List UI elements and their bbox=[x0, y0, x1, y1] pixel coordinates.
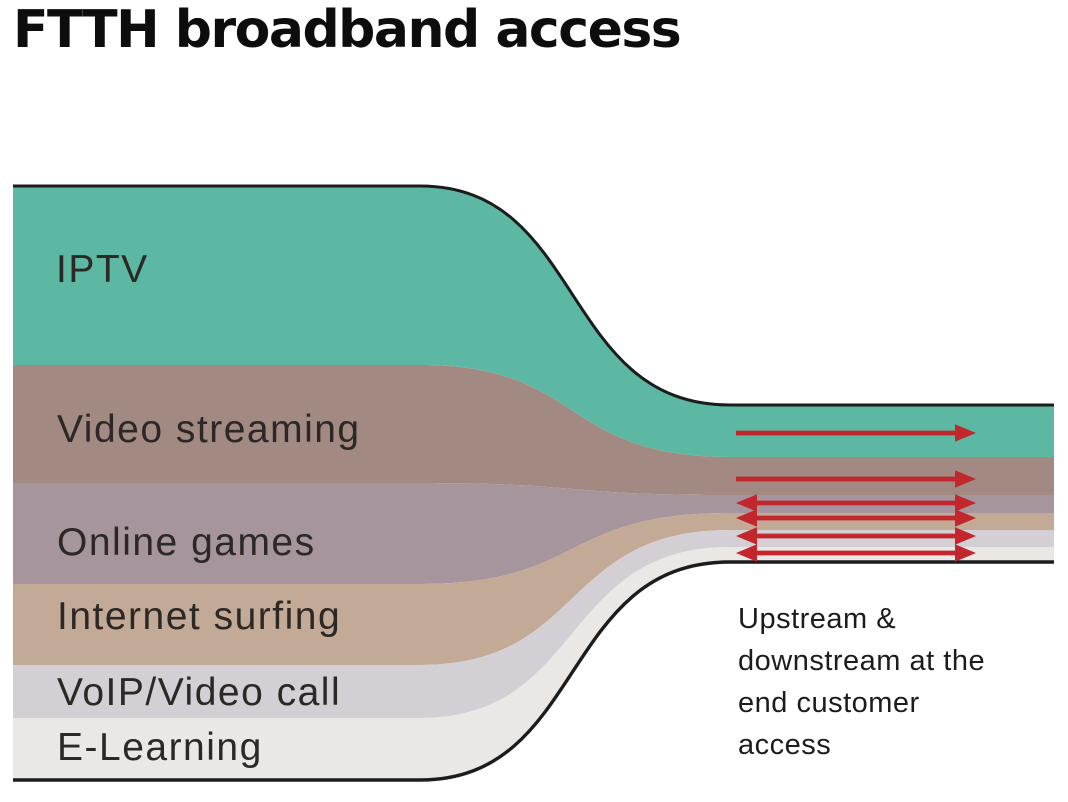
annotation-line: end customer bbox=[738, 687, 920, 719]
annotation-upstream-downstream: Upstream & downstream at the end custome… bbox=[738, 598, 985, 766]
band-e-learning bbox=[13, 547, 1054, 780]
annotation-line: downstream at the bbox=[738, 645, 986, 677]
band-iptv bbox=[13, 186, 1054, 457]
band-label-voip-video-call: VoIP/Video call bbox=[57, 671, 342, 714]
annotation-line: Upstream & bbox=[738, 603, 897, 635]
page-title: FTTH broadband access bbox=[13, 0, 682, 60]
band-voip-video-call bbox=[13, 530, 1054, 718]
band-video-streaming bbox=[13, 365, 1054, 495]
outline-bottom-edge bbox=[13, 560, 1054, 782]
band-label-internet-surfing: Internet surfing bbox=[57, 595, 342, 638]
band-label-e-learning: E-Learning bbox=[57, 726, 263, 769]
band-online-games bbox=[13, 483, 1054, 584]
band-label-online-games: Online games bbox=[57, 521, 316, 564]
annotation-line: access bbox=[738, 729, 832, 761]
downstream-arrow-iptv bbox=[736, 424, 976, 442]
bidirectional-arrow-voip-video-call bbox=[736, 527, 976, 545]
band-label-video-streaming: Video streaming bbox=[57, 408, 361, 451]
outline-top-edge bbox=[13, 184, 1054, 407]
band-internet-surfing bbox=[13, 513, 1054, 665]
downstream-arrow-video-streaming bbox=[736, 470, 976, 488]
bidirectional-arrow-e-learning bbox=[736, 544, 976, 562]
bidirectional-arrow-internet-surfing bbox=[736, 509, 976, 527]
band-label-iptv: IPTV bbox=[56, 248, 149, 291]
bidirectional-arrow-online-games bbox=[736, 494, 976, 512]
